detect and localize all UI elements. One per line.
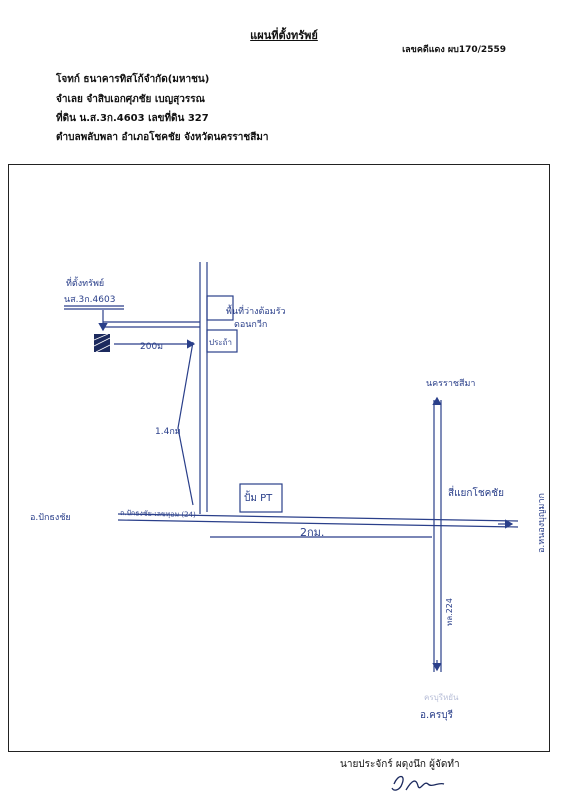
deed-label: นส.3ก.4603 (64, 295, 115, 305)
land-label-2: ดอนกวีก (234, 319, 267, 330)
map-frame (8, 164, 550, 752)
preparer-line: นายประจักร์ ผดุงนึก ผู้จัดทำ (340, 759, 460, 770)
road-name-label: ถ.ปักธงชัย-เลขทุอม (24) (120, 509, 196, 519)
location-line: ตำบลพลับพลา อำเภอโชคชัย จังหวัดนครราชสีม… (56, 132, 269, 143)
land-deed-line: ที่ดิน น.ส.3ก.4603 เลขที่ดิน 327 (56, 113, 209, 124)
water-tank-label: ประถ้า (209, 338, 232, 347)
document-title: แผนที่ตั้งทรัพย์ (250, 29, 318, 42)
property-label: ที่ตั้งทรัพย์ (66, 276, 104, 289)
plaintiff-line: โจทก์ ธนาคารทิสโก้จำกัด(มหาชน) (56, 74, 210, 85)
north-direction-label: นครราชสีมา (426, 378, 475, 389)
south-direction-label: อ.ครบุรี (420, 709, 454, 721)
signature (391, 775, 445, 791)
dim-1-4km-line (177, 341, 194, 506)
water-tank-box (206, 329, 238, 353)
west-direction-label: อ.ปักธงชัย (30, 513, 71, 523)
ptt-station-box (239, 483, 283, 513)
property-marker (93, 333, 111, 353)
east-junction-label: สี่แยกโชคชัย (448, 485, 504, 499)
ew-road-line-b (117, 519, 519, 528)
vacant-land-box (206, 295, 234, 321)
east-direction-label: อ.หนองบุญมาก (537, 493, 547, 553)
dist-200m-label: 200ม (140, 342, 163, 352)
dist-2km-label: 2กม. (300, 526, 324, 539)
south-road-label: ทล.224 (445, 598, 454, 626)
land-label-1: พื้นที่ว่างต้อมรัว (226, 304, 286, 317)
faded-label: ครบุรีหยัน (424, 693, 459, 702)
ew-road-line-a (117, 513, 519, 522)
dist-1-4km-label: 1.4กม (155, 427, 181, 437)
defendant-line: จำเลย จำสิบเอกศุภชัย เบญสุวรรณ (56, 94, 205, 105)
ptt-label: ปั้ม PT (244, 490, 273, 504)
case-number: เลขคดีแดง ผบ170/2559 (402, 45, 506, 55)
